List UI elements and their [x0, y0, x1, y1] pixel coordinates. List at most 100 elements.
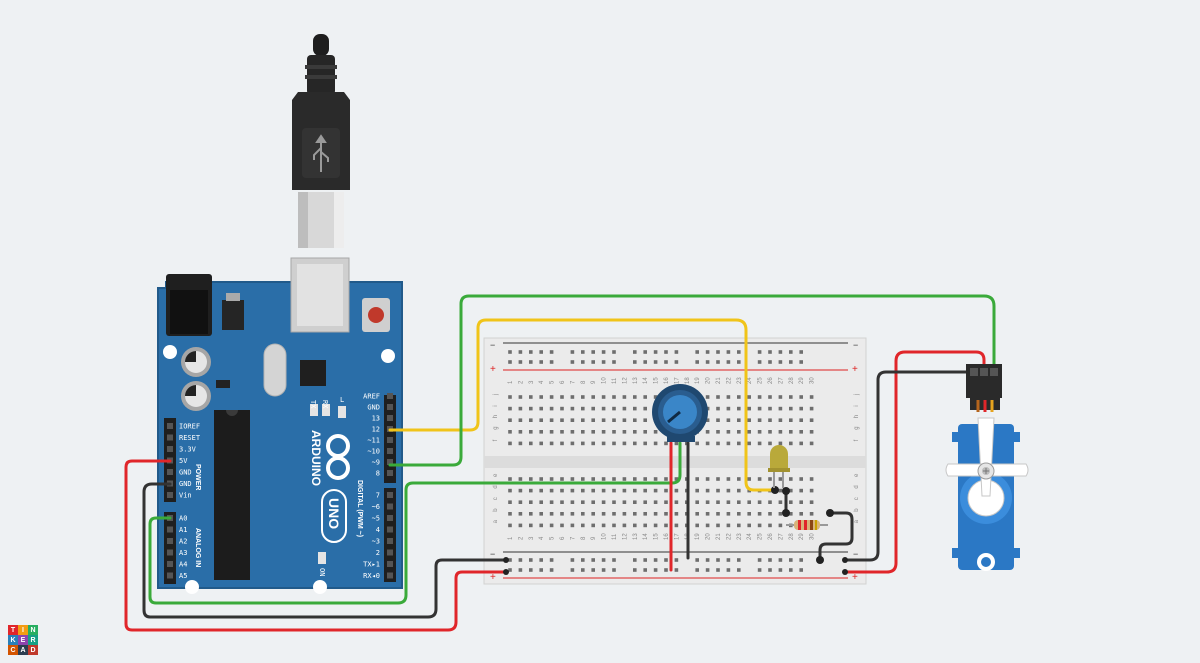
breadboard-hole[interactable]: [716, 406, 720, 411]
breadboard-hole[interactable]: [768, 360, 772, 364]
breadboard-hole[interactable]: [737, 418, 741, 422]
breadboard-hole[interactable]: [560, 430, 564, 434]
breadboard-hole[interactable]: [799, 441, 803, 446]
breadboard-hole[interactable]: [518, 441, 523, 446]
header-pin[interactable]: [387, 393, 393, 399]
breadboard-hole[interactable]: [581, 568, 585, 572]
header-pin[interactable]: [387, 404, 393, 410]
breadboard-hole[interactable]: [799, 568, 803, 572]
breadboard-hole[interactable]: [664, 568, 668, 572]
breadboard-hole[interactable]: [705, 350, 710, 354]
breadboard-hole[interactable]: [789, 512, 793, 516]
breadboard-hole[interactable]: [643, 441, 647, 446]
breadboard-hole[interactable]: [570, 500, 575, 504]
breadboard-hole[interactable]: [716, 350, 720, 354]
header-pin[interactable]: [387, 572, 393, 579]
breadboard-hole[interactable]: [529, 350, 533, 354]
breadboard-hole[interactable]: [570, 523, 575, 528]
breadboard-hole[interactable]: [539, 512, 543, 516]
servo-horn[interactable]: [945, 417, 1029, 497]
breadboard-hole[interactable]: [705, 488, 710, 493]
breadboard-hole[interactable]: [549, 477, 554, 481]
breadboard-hole[interactable]: [674, 488, 679, 493]
breadboard-hole[interactable]: [799, 477, 803, 481]
breadboard-hole[interactable]: [726, 441, 731, 446]
breadboard-hole[interactable]: [747, 406, 751, 411]
breadboard-hole[interactable]: [716, 568, 720, 572]
breadboard-hole[interactable]: [737, 523, 741, 528]
breadboard-hole[interactable]: [508, 500, 512, 504]
breadboard-hole[interactable]: [539, 500, 543, 504]
breadboard-hole[interactable]: [518, 395, 523, 399]
breadboard-hole[interactable]: [581, 360, 585, 364]
breadboard-hole[interactable]: [674, 512, 679, 516]
breadboard-hole[interactable]: [726, 488, 731, 493]
breadboard-hole[interactable]: [570, 430, 575, 434]
header-pin[interactable]: [387, 470, 393, 476]
breadboard-hole[interactable]: [799, 350, 803, 354]
breadboard-hole[interactable]: [778, 350, 783, 354]
breadboard-hole[interactable]: [664, 500, 668, 504]
breadboard-hole[interactable]: [757, 558, 762, 562]
breadboard-hole[interactable]: [799, 360, 803, 364]
breadboard-hole[interactable]: [768, 500, 772, 504]
breadboard-hole[interactable]: [809, 406, 814, 411]
breadboard-hole[interactable]: [695, 523, 699, 528]
breadboard-hole[interactable]: [601, 441, 606, 446]
breadboard-hole[interactable]: [778, 488, 783, 493]
wire-red-5v[interactable]: [124, 459, 508, 632]
breadboard-hole[interactable]: [560, 500, 564, 504]
breadboard-hole[interactable]: [757, 406, 762, 411]
breadboard-hole[interactable]: [737, 350, 741, 354]
breadboard-hole[interactable]: [705, 568, 710, 572]
header-pin[interactable]: [387, 448, 393, 454]
breadboard-hole[interactable]: [768, 523, 772, 528]
breadboard-hole[interactable]: [612, 512, 616, 516]
breadboard-hole[interactable]: [560, 512, 564, 516]
breadboard-hole[interactable]: [778, 418, 783, 422]
breadboard-hole[interactable]: [789, 441, 793, 446]
breadboard-hole[interactable]: [726, 395, 731, 399]
breadboard-hole[interactable]: [653, 488, 658, 493]
breadboard-hole[interactable]: [799, 418, 803, 422]
breadboard-hole[interactable]: [695, 512, 699, 516]
breadboard-hole[interactable]: [809, 395, 814, 399]
breadboard-hole[interactable]: [747, 430, 751, 434]
header-pin[interactable]: [167, 572, 173, 579]
breadboard-hole[interactable]: [757, 568, 762, 572]
breadboard-hole[interactable]: [768, 418, 772, 422]
breadboard-hole[interactable]: [695, 350, 699, 354]
breadboard-hole[interactable]: [809, 512, 814, 516]
breadboard-hole[interactable]: [716, 430, 720, 434]
breadboard-hole[interactable]: [747, 512, 751, 516]
breadboard-hole[interactable]: [737, 406, 741, 411]
breadboard-hole[interactable]: [757, 418, 762, 422]
breadboard-hole[interactable]: [726, 350, 731, 354]
breadboard-hole[interactable]: [549, 523, 554, 528]
breadboard-hole[interactable]: [705, 523, 710, 528]
breadboard-hole[interactable]: [508, 558, 512, 562]
breadboard-hole[interactable]: [674, 568, 679, 572]
breadboard-hole[interactable]: [622, 395, 627, 399]
breadboard-hole[interactable]: [726, 360, 731, 364]
breadboard-hole[interactable]: [726, 477, 731, 481]
breadboard-hole[interactable]: [570, 350, 575, 354]
header-pin[interactable]: [387, 549, 393, 556]
breadboard-hole[interactable]: [768, 512, 772, 516]
breadboard-hole[interactable]: [529, 360, 533, 364]
breadboard-hole[interactable]: [529, 558, 533, 562]
breadboard-hole[interactable]: [591, 418, 595, 422]
breadboard-hole[interactable]: [653, 568, 658, 572]
breadboard-hole[interactable]: [674, 558, 679, 562]
breadboard-hole[interactable]: [653, 523, 658, 528]
breadboard-hole[interactable]: [539, 441, 543, 446]
breadboard-hole[interactable]: [612, 523, 616, 528]
breadboard-hole[interactable]: [664, 558, 668, 562]
breadboard-hole[interactable]: [529, 418, 533, 422]
breadboard-hole[interactable]: [581, 441, 585, 446]
arduino-uno[interactable]: TX RX L ON ARDUINO UNO DIGITAL (PWM ~) I…: [157, 257, 403, 594]
breadboard-hole[interactable]: [539, 558, 543, 562]
breadboard-hole[interactable]: [601, 512, 606, 516]
breadboard-hole[interactable]: [664, 523, 668, 528]
resistor[interactable]: [786, 520, 828, 530]
